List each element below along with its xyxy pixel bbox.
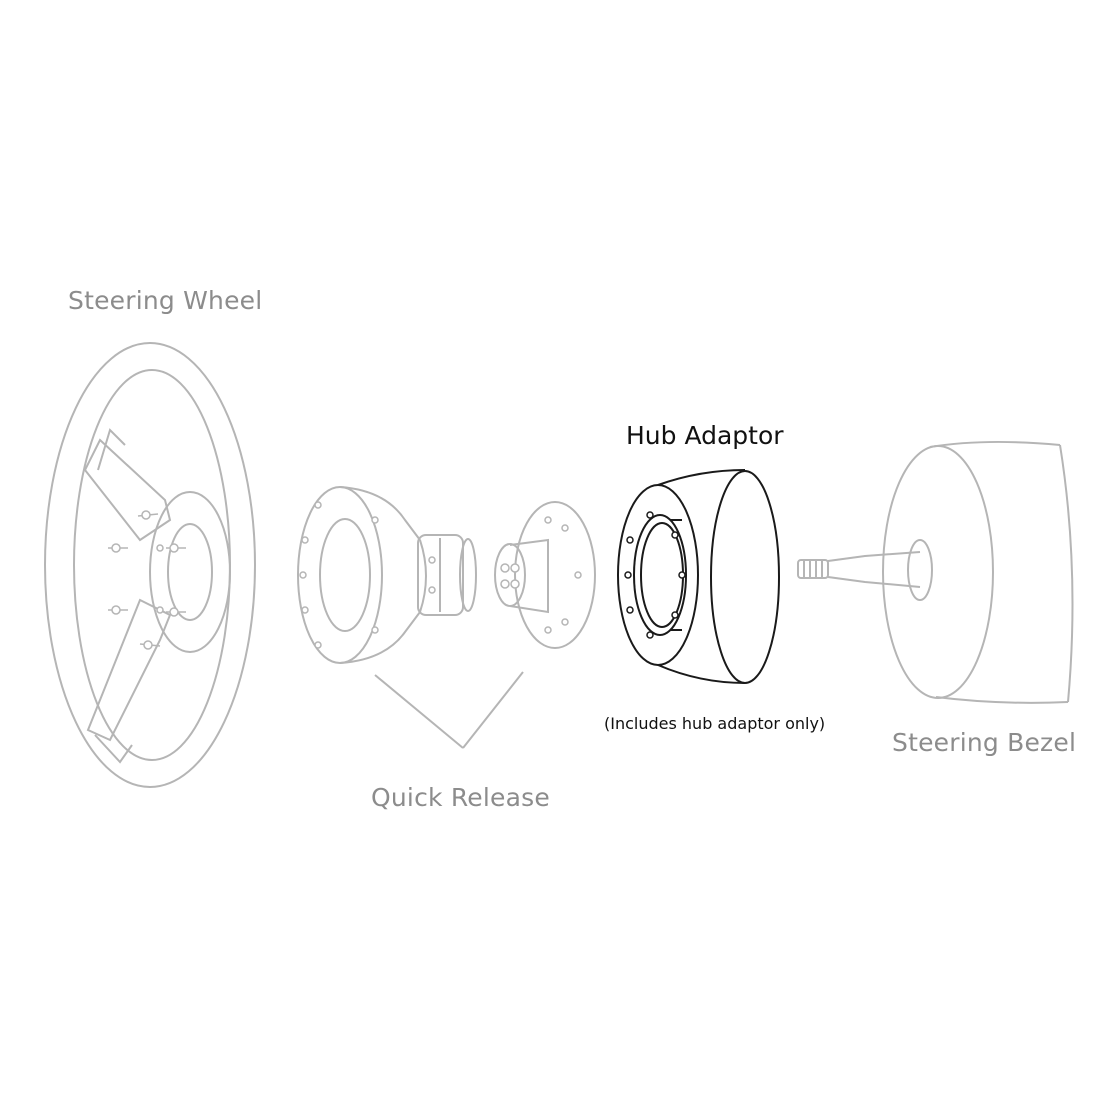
- steering-bezel-label: Steering Bezel: [892, 728, 1076, 757]
- hub-adaptor-label: Hub Adaptor: [626, 421, 784, 450]
- quick-release-label: Quick Release: [371, 783, 550, 812]
- includes-note: (Includes hub adaptor only): [604, 714, 825, 733]
- steering-wheel-label: Steering Wheel: [68, 286, 262, 315]
